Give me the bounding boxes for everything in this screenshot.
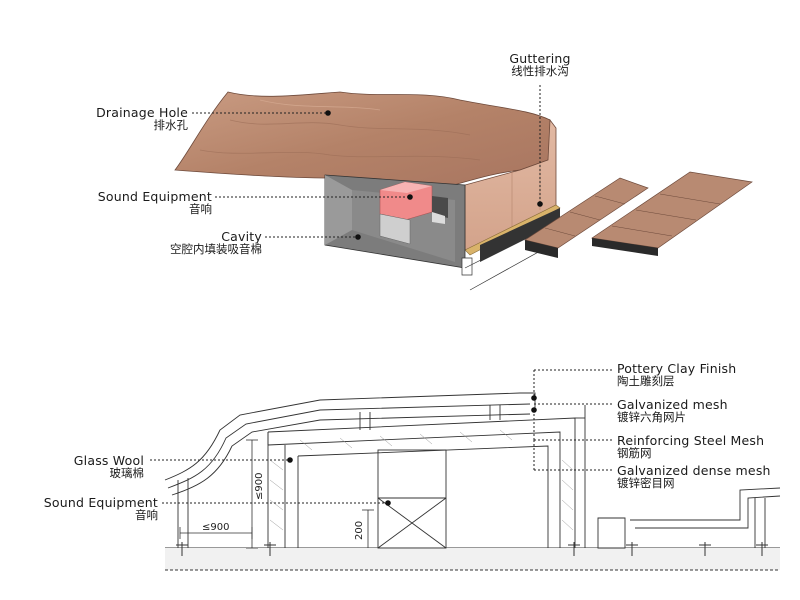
callout-guttering: Guttering 线性排水沟	[509, 51, 571, 79]
section-drawing	[164, 392, 781, 571]
dim-width-900: ≤900	[202, 522, 229, 533]
callout-galvanized-dense: Galvanized dense mesh 镀锌密目网	[617, 463, 771, 491]
callout-sound-equipment-top: Sound Equipment 音响	[97, 189, 212, 217]
callout-sound-equipment-bottom: Sound Equipment 音响	[43, 495, 158, 523]
callout-galvanized-mesh: Galvanized mesh 镀锌六角网片	[617, 397, 728, 425]
callout-cavity: Cavity 空腔内填装吸音棉	[170, 229, 262, 257]
clay-surface	[174, 91, 554, 189]
callout-reinforcing-mesh: Reinforcing Steel Mesh 钢筋网	[617, 433, 765, 461]
callout-drainage-hole: Drainage Hole 排水孔	[96, 105, 188, 133]
dim-height-200: 200	[354, 521, 365, 540]
callout-pottery-clay: Pottery Clay Finish 陶土雕刻层	[617, 361, 737, 389]
dim-height-900: ≤900	[254, 473, 265, 500]
callout-glass-wool: Glass Wool 玻璃棉	[73, 453, 144, 481]
grating-panel-1	[524, 177, 649, 249]
